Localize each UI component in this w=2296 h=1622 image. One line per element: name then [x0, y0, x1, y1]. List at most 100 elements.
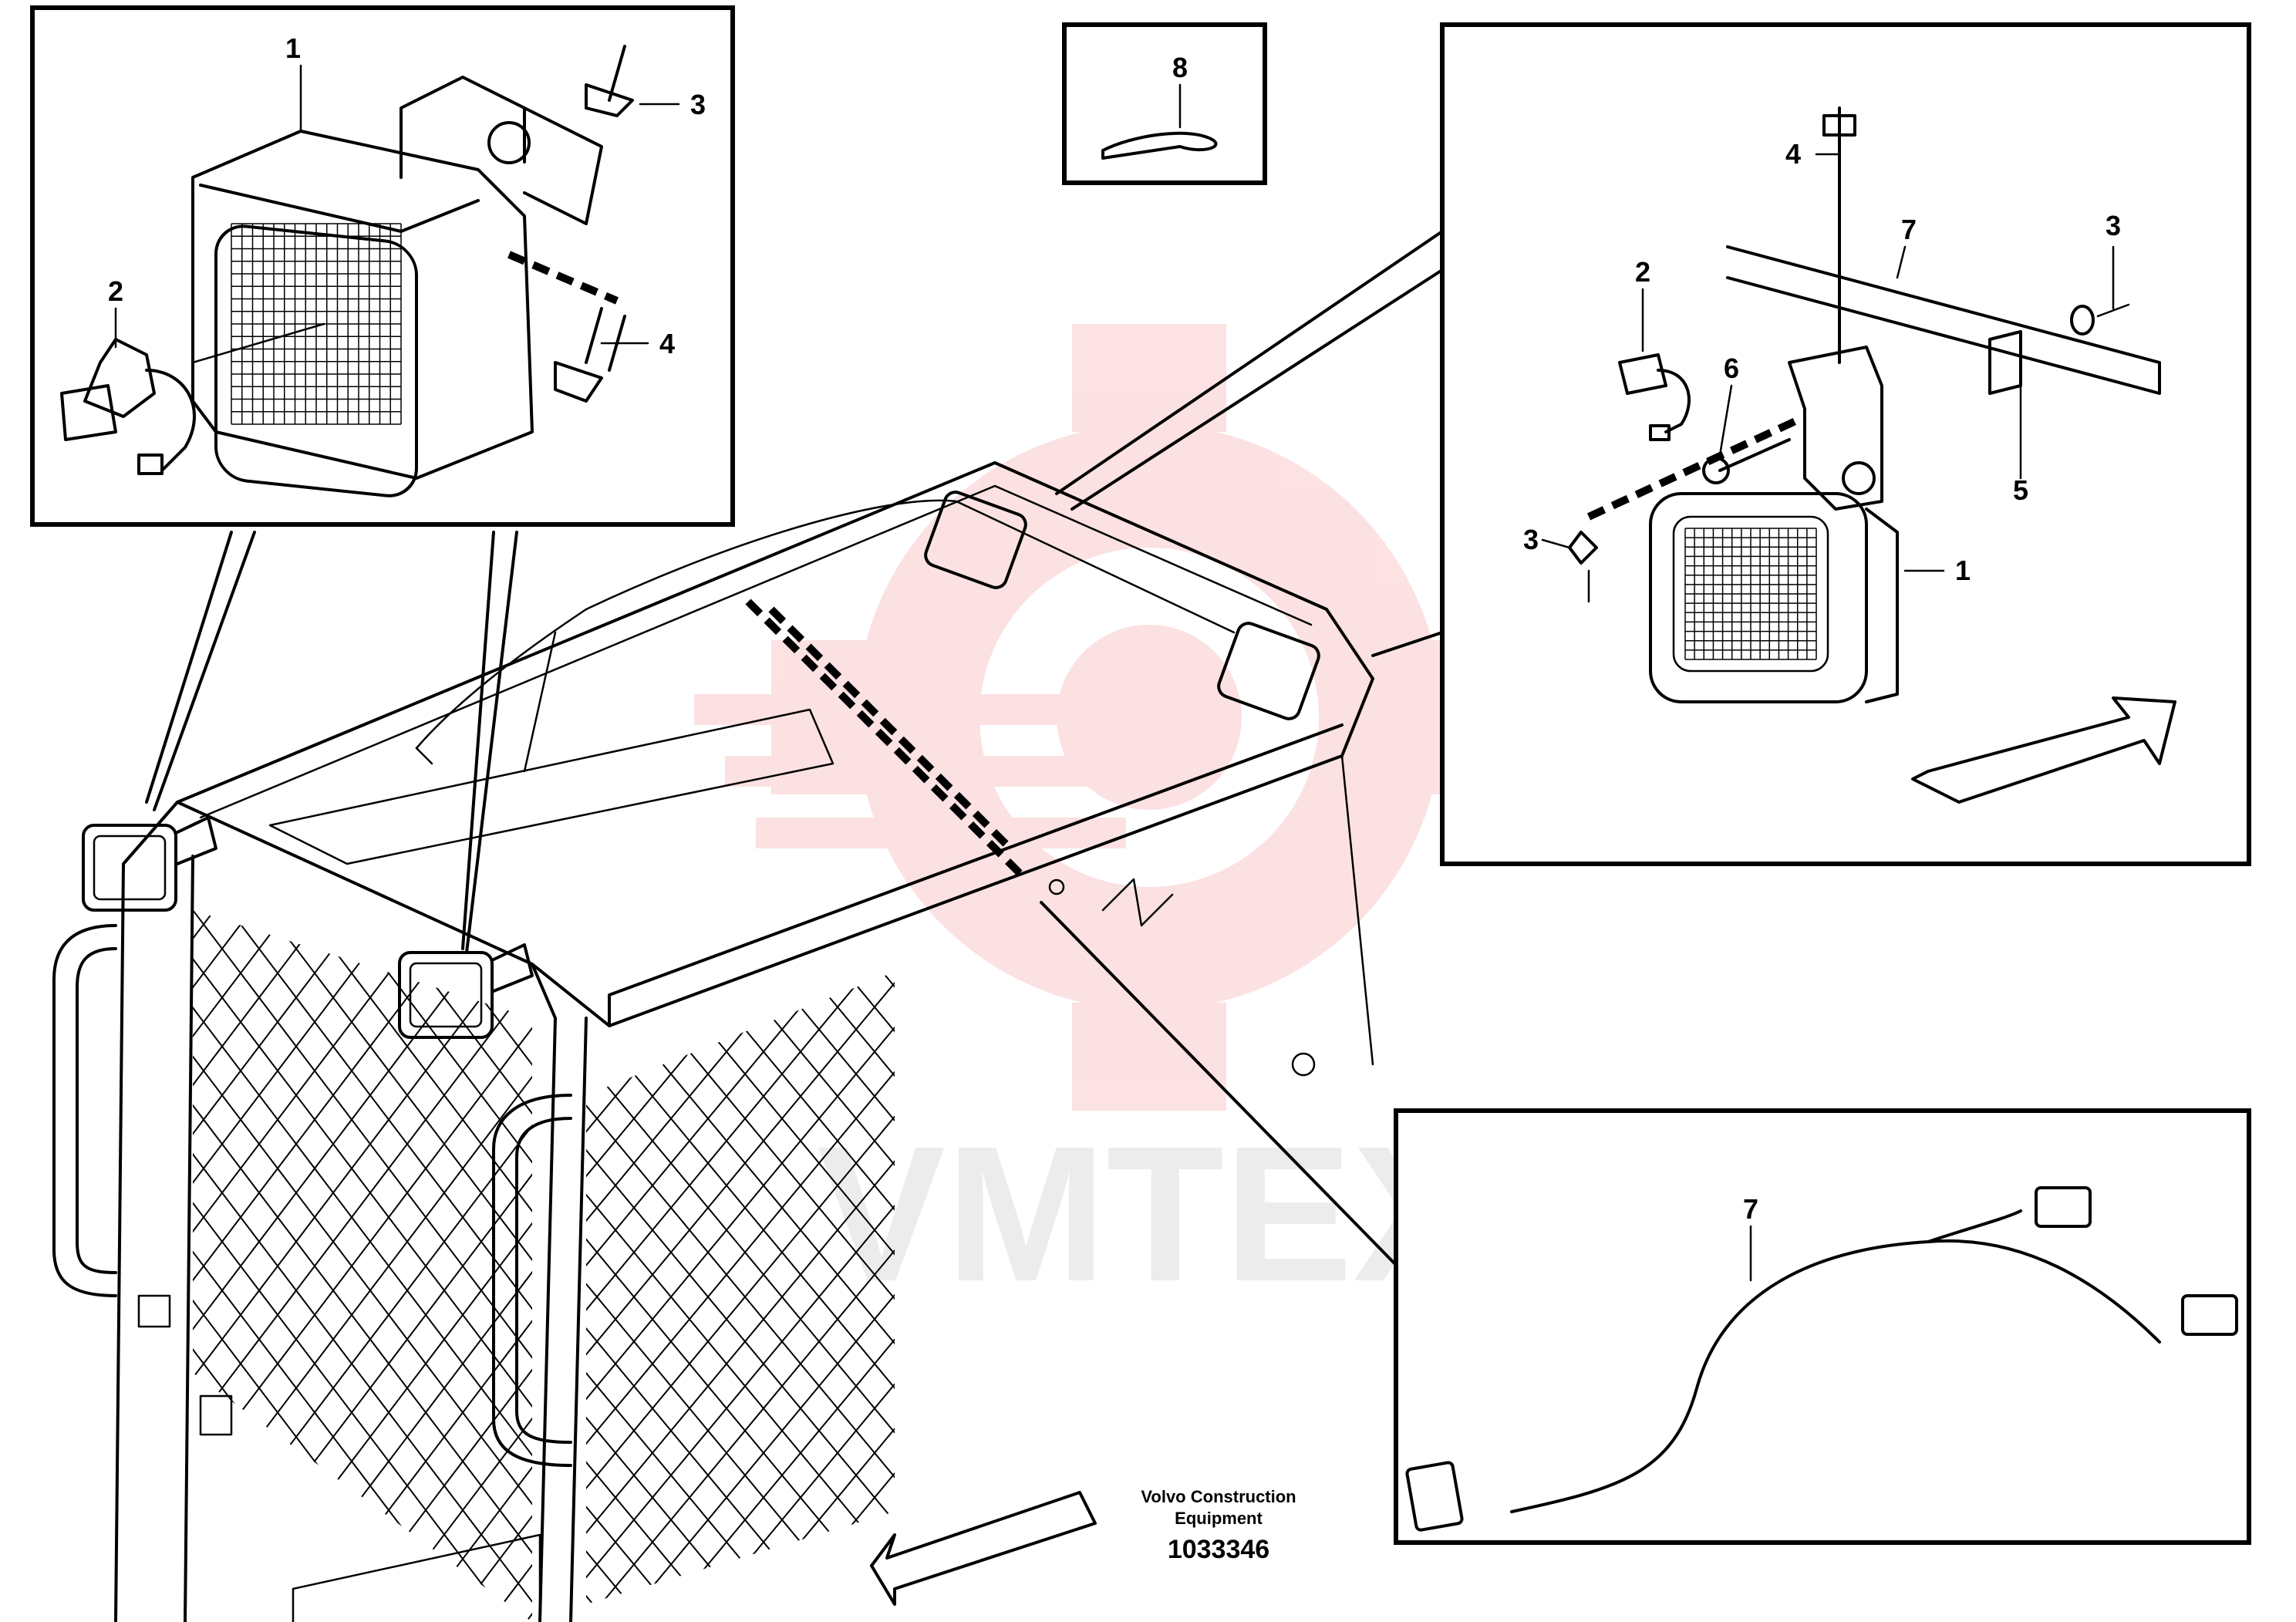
mesh-line — [0, 910, 29, 1622]
inset-right: 4 7 3 2 6 5 3 1 — [1440, 22, 2251, 866]
roof-lamp-rear-left — [924, 491, 1027, 589]
watermark-text: VMTEX — [817, 1106, 1481, 1321]
mesh-line — [586, 972, 895, 1604]
mesh-line — [193, 910, 252, 1622]
callout-label-7-right: 7 — [1901, 214, 1917, 245]
mesh-line — [696, 972, 895, 1604]
mesh-line — [266, 910, 532, 1622]
callout-label-2: 2 — [108, 275, 123, 307]
mesh-line — [340, 910, 532, 1622]
callout-label-7-harness: 7 — [1743, 1193, 1758, 1225]
mesh-line — [414, 910, 532, 1622]
front-lamp-right — [398, 943, 534, 1039]
mesh-line — [193, 910, 532, 1622]
mesh-line — [733, 972, 895, 1604]
callout-label-1: 1 — [285, 32, 301, 64]
mesh-line — [0, 910, 177, 1622]
callout-label-5-right: 5 — [2013, 474, 2028, 506]
mesh-line — [340, 910, 532, 1622]
mesh-line — [0, 972, 423, 1622]
mesh-line — [586, 972, 895, 1604]
mesh-line — [193, 910, 215, 1622]
mesh-line — [0, 972, 534, 1622]
mesh-line — [193, 910, 532, 1622]
mesh-line — [586, 972, 757, 1604]
mesh-line — [622, 972, 895, 1604]
credit-block: Volvo Construction Equipment 1033346 — [1141, 1487, 1296, 1564]
mesh-line — [586, 972, 720, 1604]
mesh-line — [0, 972, 534, 1622]
direction-arrow-bottom — [870, 1491, 1097, 1606]
mesh-line — [586, 972, 720, 1604]
roof-lamp-rear-right — [1217, 622, 1320, 720]
mesh-line — [193, 910, 252, 1622]
mesh-line — [586, 972, 895, 1604]
mesh-line — [193, 910, 289, 1622]
callout-label-4-right: 4 — [1785, 138, 1801, 170]
mesh-line — [770, 972, 895, 1604]
inset-cable-tie: 8 — [1062, 22, 1267, 185]
mesh-line — [586, 972, 895, 1604]
cab-assembly — [52, 461, 1397, 1622]
mesh-line — [193, 910, 474, 1622]
mesh-line — [193, 910, 326, 1622]
mesh-line — [0, 910, 29, 1622]
drawing-number: 1033346 — [1168, 1535, 1269, 1564]
mesh-line — [696, 972, 895, 1604]
mesh-line — [586, 972, 683, 1604]
watermark-gear-logo — [694, 324, 1527, 1111]
mesh-line — [193, 910, 532, 1622]
mesh-line — [193, 910, 326, 1622]
callout-label-6-right: 6 — [1724, 352, 1739, 384]
mesh-screen-right — [0, 972, 895, 1622]
mesh-line — [377, 910, 532, 1622]
inset-left: 1 2 3 4 — [30, 5, 735, 527]
mesh-line — [193, 910, 400, 1622]
callout-label-3-right-top: 3 — [2106, 210, 2121, 241]
callout-label-3-right-left: 3 — [1523, 524, 1539, 555]
mesh-line — [586, 972, 831, 1604]
callout-label-8: 8 — [1172, 52, 1188, 83]
front-lamp-left — [82, 816, 217, 912]
mesh-line — [193, 910, 437, 1622]
mesh-line — [0, 910, 103, 1622]
callout-label-2-right: 2 — [1635, 256, 1650, 288]
credit-line1: Volvo Construction — [1141, 1487, 1296, 1506]
callout-label-4: 4 — [659, 328, 675, 359]
mesh-line — [659, 972, 895, 1604]
mesh-line — [586, 972, 757, 1604]
mesh-line — [377, 910, 532, 1622]
mesh-line — [303, 910, 532, 1622]
mesh-line — [586, 972, 794, 1604]
mesh-line — [733, 972, 895, 1604]
callout-label-1-right: 1 — [1955, 555, 1971, 586]
mesh-line — [0, 972, 497, 1622]
mesh-line — [0, 972, 349, 1622]
mesh-line — [586, 972, 895, 1604]
callout-leaders — [145, 230, 1444, 954]
mesh-line — [193, 910, 511, 1622]
mesh-line — [586, 972, 831, 1604]
inset-wire-harness: 7 — [1394, 1108, 2251, 1545]
mesh-line — [0, 972, 497, 1622]
mesh-line — [193, 910, 437, 1622]
mesh-line — [0, 972, 349, 1622]
mesh-line — [303, 910, 532, 1622]
mesh-line — [0, 972, 423, 1622]
mesh-line — [586, 972, 895, 1604]
mesh-line — [586, 972, 868, 1604]
mesh-line — [0, 910, 177, 1622]
credit-line2: Equipment — [1175, 1509, 1263, 1528]
mesh-line — [586, 972, 895, 1604]
mesh-line — [193, 910, 215, 1622]
mesh-line — [414, 910, 532, 1622]
callout-label-3: 3 — [690, 89, 706, 120]
mesh-line — [0, 972, 275, 1622]
mesh-line — [770, 972, 895, 1604]
lamp-lens-grid-right — [1684, 528, 1817, 660]
mesh-line — [586, 972, 794, 1604]
mesh-line — [659, 972, 895, 1604]
lamp-lens-grid — [231, 223, 402, 425]
mesh-line — [0, 910, 103, 1622]
